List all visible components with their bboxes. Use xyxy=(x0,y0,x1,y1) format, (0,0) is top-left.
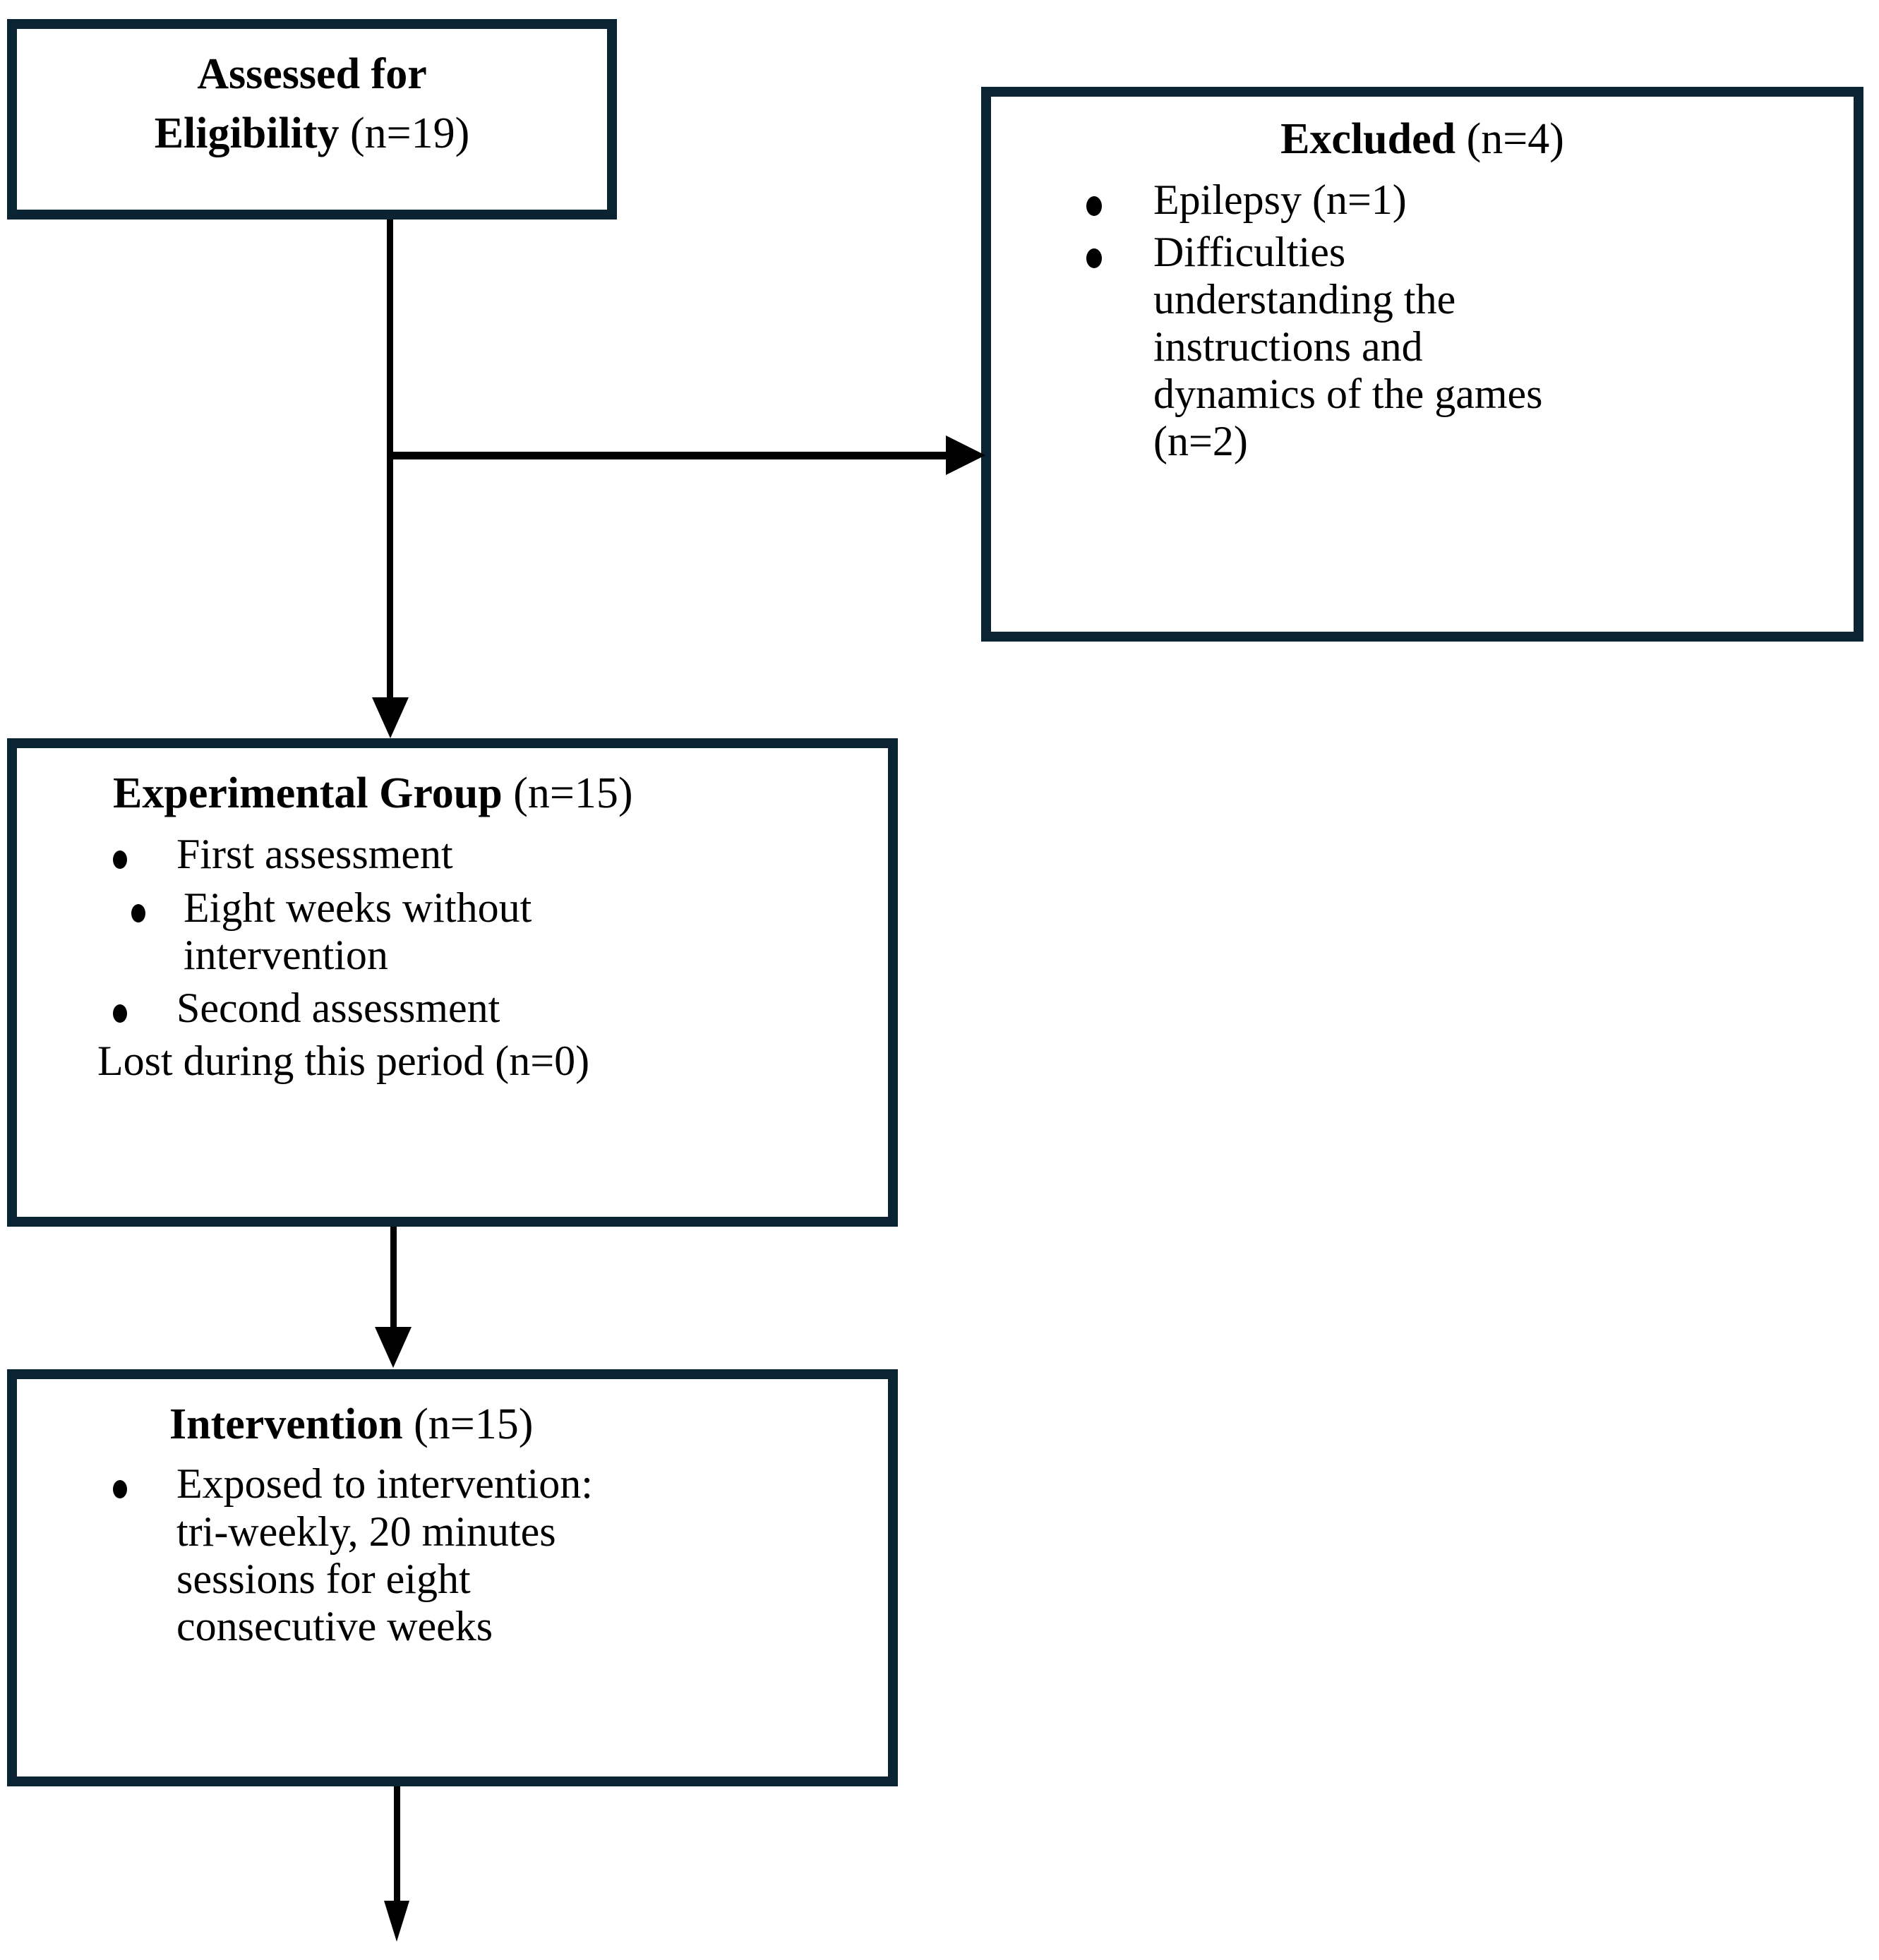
intervention-bullet-0-line-1: Exposed to intervention: xyxy=(176,1460,593,1508)
arrowhead-down-icon xyxy=(384,1901,409,1942)
excluded-bullet-1-line-3: instructions and xyxy=(1153,323,1423,370)
experimental-bullet-2-line-1: Second assessment xyxy=(176,985,500,1031)
connector-experimental-to-intervention xyxy=(390,1227,397,1328)
experimental-title-strong: Experimental Group xyxy=(113,769,503,817)
node-experimental-content: Experimental Group (n=15) First assessme… xyxy=(17,748,888,1085)
experimental-bullet-0-line-1: First assessment xyxy=(176,831,453,878)
excluded-bullet-0-line-1: Epilepsy (n=1) xyxy=(1153,176,1407,224)
node-experimental-group: Experimental Group (n=15) First assessme… xyxy=(7,738,898,1227)
node-excluded-content: Excluded (n=4) Epilepsy (n=1) Difficulti… xyxy=(991,97,1854,466)
excluded-bullet-1-line-2: understanding the xyxy=(1153,275,1456,323)
node-intervention-content: Intervention (n=15) Exposed to intervent… xyxy=(17,1379,888,1650)
experimental-footer: Lost during this period (n=0) xyxy=(97,1038,590,1085)
intervention-count: (n=15) xyxy=(402,1400,534,1448)
experimental-bullet-1-line-2: intervention xyxy=(184,931,388,978)
experimental-title-line: Experimental Group (n=15) xyxy=(35,769,870,818)
experimental-bullet-1-line-1: Eight weeks without xyxy=(184,884,532,931)
arrowhead-down-icon xyxy=(372,697,409,738)
excluded-bullet-list: Epilepsy (n=1) Difficulties understandin… xyxy=(1012,176,1832,465)
intervention-bullet-0-line-2: tri-weekly, 20 minutes xyxy=(176,1508,556,1555)
bullet-dot-icon xyxy=(131,903,145,922)
experimental-bullet-list: First assessment Eight weeks without int… xyxy=(35,831,870,1032)
list-item: Exposed to intervention: tri-weekly, 20 … xyxy=(35,1460,870,1650)
arrowhead-down-icon xyxy=(375,1327,412,1368)
list-item: Eight weeks without intervention xyxy=(35,884,870,979)
intervention-title-line: Intervention (n=15) xyxy=(35,1400,870,1449)
node-assessed-for-eligibility: Assessed for Eligibility (n=19) xyxy=(7,19,617,220)
arrowhead-right-icon xyxy=(946,435,985,475)
list-item: Epilepsy (n=1) xyxy=(1012,176,1832,224)
assessed-title-line-1: Assessed for xyxy=(17,44,607,104)
experimental-count: (n=15) xyxy=(502,769,633,817)
intervention-bullet-0-line-4: consecutive weeks xyxy=(176,1603,493,1649)
node-intervention: Intervention (n=15) Exposed to intervent… xyxy=(7,1369,898,1786)
assessed-title-strong: Assessed for xyxy=(197,50,427,98)
excluded-bullet-1-line-5: (n=2) xyxy=(1153,418,1248,465)
connector-intervention-outflow xyxy=(394,1786,400,1902)
assessed-title-second-strong: Eligibility xyxy=(154,109,340,158)
bullet-dot-icon xyxy=(113,1004,127,1023)
list-item: First assessment xyxy=(35,831,870,878)
assessed-count: (n=19) xyxy=(339,109,470,158)
excluded-title-line: Excluded (n=4) xyxy=(1012,115,1832,164)
bullet-dot-icon xyxy=(113,1480,127,1499)
excluded-count: (n=4) xyxy=(1455,115,1564,163)
connector-assessed-to-experimental xyxy=(387,220,393,699)
excluded-bullet-1-line-1: Difficulties xyxy=(1153,228,1346,275)
node-assessed-content: Assessed for Eligibility (n=19) xyxy=(17,29,607,164)
list-item: Difficulties understanding the instructi… xyxy=(1012,229,1832,466)
list-item: Second assessment xyxy=(35,985,870,1032)
excluded-title-strong: Excluded xyxy=(1280,115,1456,163)
intervention-bullet-0-line-3: sessions for eight xyxy=(176,1555,471,1602)
node-excluded: Excluded (n=4) Epilepsy (n=1) Difficulti… xyxy=(981,87,1863,642)
bullet-dot-icon xyxy=(113,850,127,870)
assessed-title-line-2: Eligibility (n=19) xyxy=(17,104,607,163)
bullet-dot-icon xyxy=(1086,248,1102,268)
excluded-bullet-1-line-4: dynamics of the games xyxy=(1153,371,1543,418)
connector-assessed-to-excluded xyxy=(387,452,951,459)
intervention-title-strong: Intervention xyxy=(169,1400,403,1448)
intervention-bullet-list: Exposed to intervention: tri-weekly, 20 … xyxy=(35,1460,870,1650)
bullet-dot-icon xyxy=(1086,196,1102,217)
